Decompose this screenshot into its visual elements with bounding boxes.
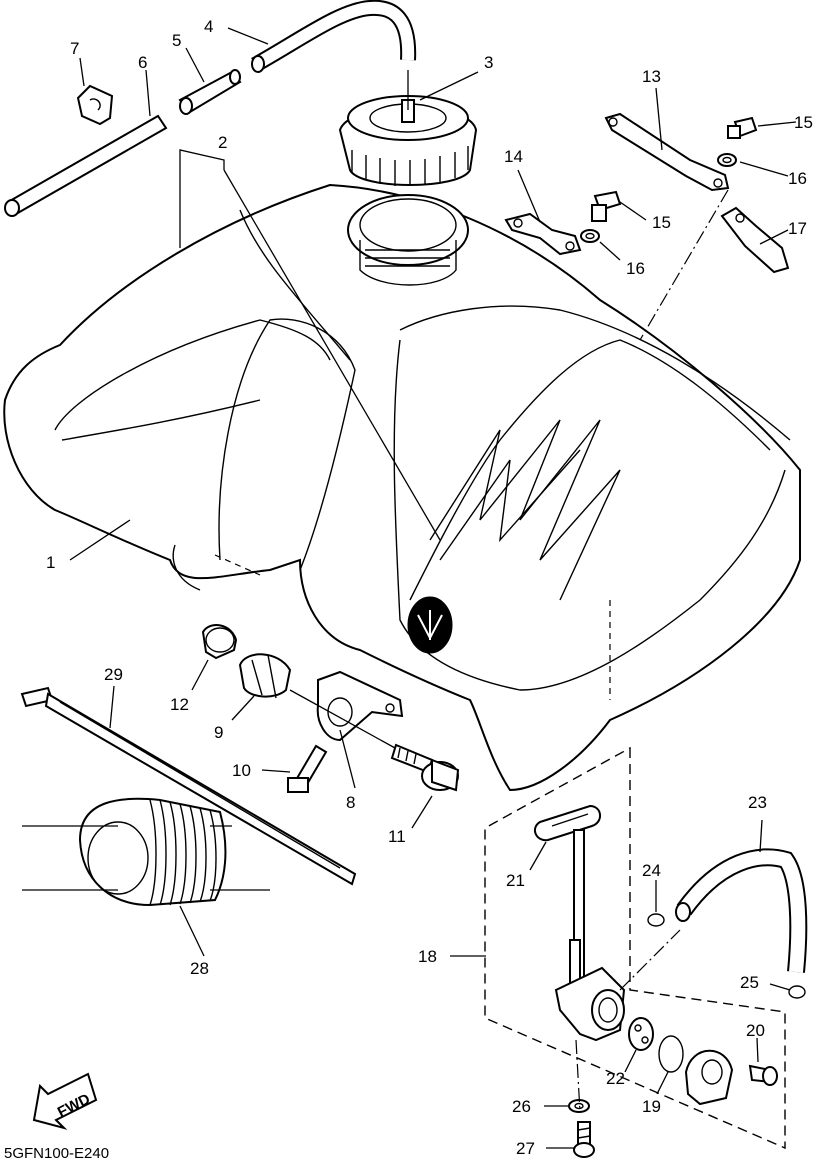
callout-5: 5 — [172, 31, 181, 50]
pipe — [4, 114, 168, 217]
check-valve — [178, 69, 242, 115]
fuel-hose — [675, 848, 808, 973]
callout-12: 12 — [170, 695, 189, 714]
plate-13 — [604, 112, 730, 192]
callout-14: 14 — [504, 147, 523, 166]
fuel-tank — [3, 183, 801, 792]
callout-2: 2 — [218, 133, 227, 152]
bracket-14 — [504, 212, 582, 256]
screw-27 — [573, 1121, 595, 1158]
callout-10: 10 — [232, 761, 251, 780]
callout-24: 24 — [642, 861, 661, 880]
cable-band — [20, 686, 357, 886]
clip-24 — [647, 913, 665, 927]
fuel-cock-body — [554, 829, 626, 1042]
washer-16-upper — [717, 153, 737, 167]
callout-13: 13 — [642, 67, 661, 86]
screw-20 — [748, 1064, 778, 1086]
callout-21: 21 — [506, 871, 525, 890]
callout-9: 9 — [214, 723, 223, 742]
callout-23: 23 — [748, 793, 767, 812]
callout-18: 18 — [418, 947, 437, 966]
plate-17 — [720, 206, 790, 274]
callout-28: 28 — [190, 959, 209, 978]
bolt-15-upper — [727, 116, 758, 139]
callout-15-lower: 15 — [652, 213, 671, 232]
damper-9 — [238, 653, 292, 699]
callout-15-upper: 15 — [794, 113, 813, 132]
collar-12 — [201, 624, 238, 660]
clip-25 — [788, 985, 806, 999]
callout-6: 6 — [138, 53, 147, 72]
callout-29: 29 — [104, 665, 123, 684]
bolt-11 — [390, 743, 460, 792]
callout-labels: 1 2 3 4 5 6 7 8 9 10 11 12 13 14 15 15 1… — [46, 17, 813, 1158]
cover-plate — [684, 1049, 734, 1106]
o-ring-19 — [658, 1035, 684, 1073]
forward-arrow-icon — [32, 1072, 98, 1130]
callout-4: 4 — [204, 17, 213, 36]
callout-16-upper: 16 — [788, 169, 807, 188]
washer-16-lower — [580, 229, 600, 243]
fuel-cock-assy-outline — [484, 746, 786, 1150]
fuel-cap — [338, 95, 478, 186]
bolt-10 — [287, 744, 328, 793]
callout-19: 19 — [642, 1097, 661, 1116]
callout-7: 7 — [70, 39, 79, 58]
callout-27: 27 — [516, 1139, 535, 1158]
bolt-15-lower — [591, 190, 622, 222]
bracket-8 — [316, 670, 404, 742]
leader-lines — [69, 27, 797, 1149]
filter-22 — [628, 1017, 654, 1051]
callout-25: 25 — [740, 973, 759, 992]
callout-26: 26 — [512, 1097, 531, 1116]
callout-17: 17 — [788, 219, 807, 238]
callout-11: 11 — [388, 827, 406, 846]
callout-20: 20 — [746, 1021, 765, 1040]
callout-16-lower: 16 — [626, 259, 645, 278]
diagram-code: 5GFN100-E240 — [4, 1145, 109, 1162]
callout-22: 22 — [606, 1069, 625, 1088]
protector-28 — [22, 797, 270, 907]
gasket-21 — [533, 804, 601, 842]
breather-hose — [251, 0, 417, 110]
callout-1: 1 — [46, 553, 55, 572]
clip — [76, 84, 114, 126]
callout-3: 3 — [484, 53, 493, 72]
callout-8: 8 — [346, 793, 355, 812]
